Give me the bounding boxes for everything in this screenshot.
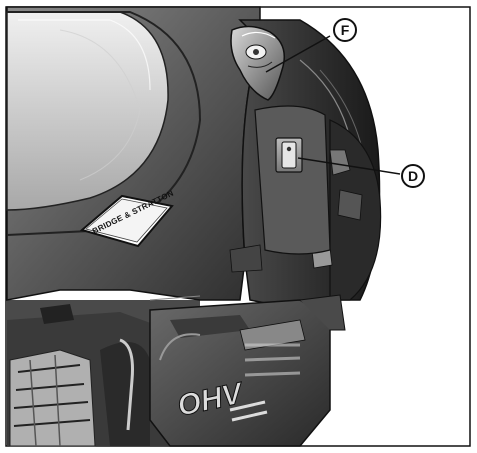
callout-d-leader bbox=[297, 157, 401, 175]
fill-cap bbox=[230, 25, 285, 101]
control-panel bbox=[254, 105, 331, 255]
housing-top-panel bbox=[6, 11, 169, 211]
valve-cover: OHV bbox=[149, 294, 346, 447]
callout-d: D bbox=[401, 164, 425, 188]
callout-d-label: D bbox=[408, 168, 418, 184]
callout-f-label: F bbox=[341, 22, 350, 38]
stop-switch bbox=[281, 141, 297, 169]
callout-f-leader bbox=[265, 35, 331, 73]
callout-f: F bbox=[333, 18, 357, 42]
